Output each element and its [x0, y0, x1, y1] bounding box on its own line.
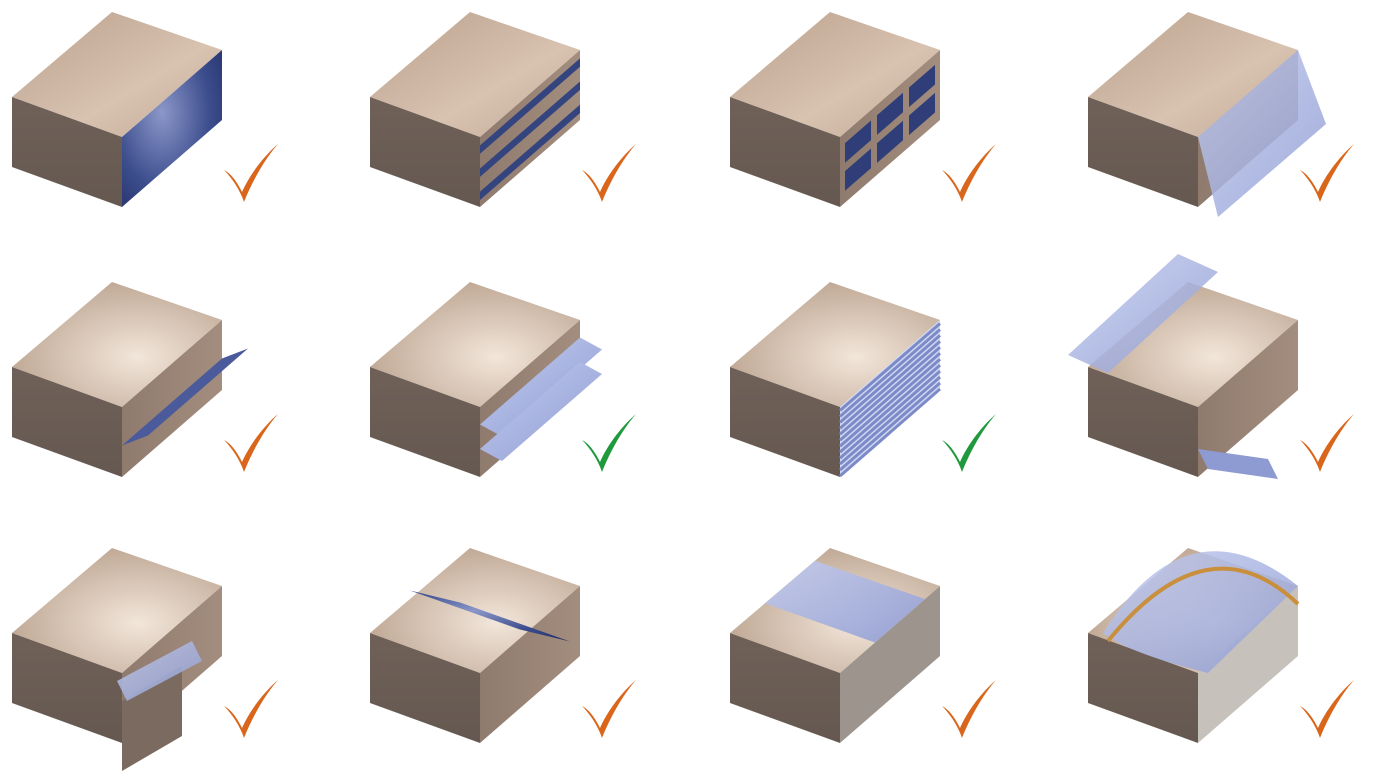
check-orange-icon: [942, 680, 996, 738]
side-wall: [122, 320, 222, 477]
tile-barrel-vault-atrium: [1088, 548, 1354, 743]
punched-window: [845, 148, 871, 191]
punched-window: [845, 120, 871, 163]
punched-window: [909, 92, 935, 136]
light-shelf: [480, 337, 602, 437]
sloped-glazing: [1198, 50, 1326, 217]
check-green-icon: [942, 414, 996, 472]
front-wall: [12, 97, 122, 207]
tile-roof-and-wall-shelves: [1068, 254, 1354, 479]
tile-clerestory-box: [12, 548, 278, 771]
check-orange-icon: [1300, 414, 1354, 472]
check-orange-icon: [1300, 680, 1354, 738]
front-wall: [1088, 97, 1198, 207]
front-wall: [730, 633, 840, 743]
front-wall: [370, 97, 480, 207]
roof-surface: [370, 12, 580, 137]
front-wall: [1088, 633, 1198, 743]
louvre-blade: [839, 375, 941, 466]
louvre-blade: [839, 346, 941, 436]
tile-roof-monitor-split: [370, 548, 636, 743]
front-wall: [730, 97, 840, 207]
louvre-blade: [839, 364, 941, 454]
louvre-blade: [839, 334, 941, 424]
sloped-glass-roof: [765, 560, 925, 643]
tile-louvred-facade: [730, 282, 996, 478]
tile-sloped-glazed-wall: [1088, 12, 1354, 217]
check-orange-icon: [582, 144, 636, 202]
roof-surface: [1088, 12, 1298, 137]
roof-monitor-glass: [410, 590, 570, 642]
roof-surface: [1088, 282, 1298, 407]
punched-window: [909, 64, 935, 108]
check-green-icon: [582, 414, 636, 472]
check-orange-icon: [224, 144, 278, 202]
louvre-blade: [839, 328, 941, 418]
roof-surface: [12, 282, 222, 407]
glazing-band: [480, 58, 580, 154]
front-wall: [370, 367, 480, 477]
tile-single-light-shelf: [12, 282, 278, 477]
punched-window: [877, 120, 903, 163]
front-wall: [370, 633, 480, 743]
front-wall: [12, 367, 122, 477]
timber-arch: [1106, 566, 1300, 643]
glazing-band: [480, 104, 580, 200]
check-orange-icon: [224, 414, 278, 472]
end-wall: [1198, 586, 1298, 743]
tile-glazed-side-wall: [12, 12, 278, 207]
check-orange-icon: [224, 680, 278, 738]
side-wall: [840, 586, 940, 743]
roof-surface: [12, 548, 222, 673]
glazing-band: [480, 81, 580, 177]
punched-window: [877, 92, 903, 135]
louvre-blade: [839, 340, 941, 430]
wall-light-shelf: [1198, 449, 1278, 479]
front-wall: [1088, 367, 1198, 477]
light-shelf: [480, 362, 602, 461]
louvre-blade: [839, 322, 941, 412]
check-orange-icon: [942, 144, 996, 202]
side-wall: [1198, 320, 1298, 477]
roof-light-shelf: [1068, 254, 1218, 373]
tile-horizontal-glazing-bands: [370, 12, 636, 207]
roof-surface: [370, 282, 580, 407]
louvre-blade: [839, 369, 941, 460]
louvre-blade: [839, 352, 941, 442]
check-orange-icon: [582, 680, 636, 738]
tile-punched-windows: [730, 12, 996, 207]
front-wall: [12, 633, 122, 743]
light-shelf: [122, 348, 248, 446]
roof-surface: [730, 12, 940, 137]
clerestory-glass: [117, 641, 202, 701]
glass-wall: [122, 50, 222, 207]
roof-surface: [730, 282, 940, 407]
louvre-blade: [839, 387, 941, 478]
louvre-blade: [839, 381, 941, 472]
front-wall: [730, 367, 840, 477]
roof-surface: [12, 12, 222, 137]
check-orange-icon: [1300, 144, 1354, 202]
tile-glazed-saw-tooth-atrium: [730, 548, 996, 743]
louvre-blade: [839, 358, 941, 448]
vault-glazing: [1103, 551, 1298, 673]
tile-double-light-shelves: [370, 282, 636, 477]
side-wall: [480, 586, 580, 743]
